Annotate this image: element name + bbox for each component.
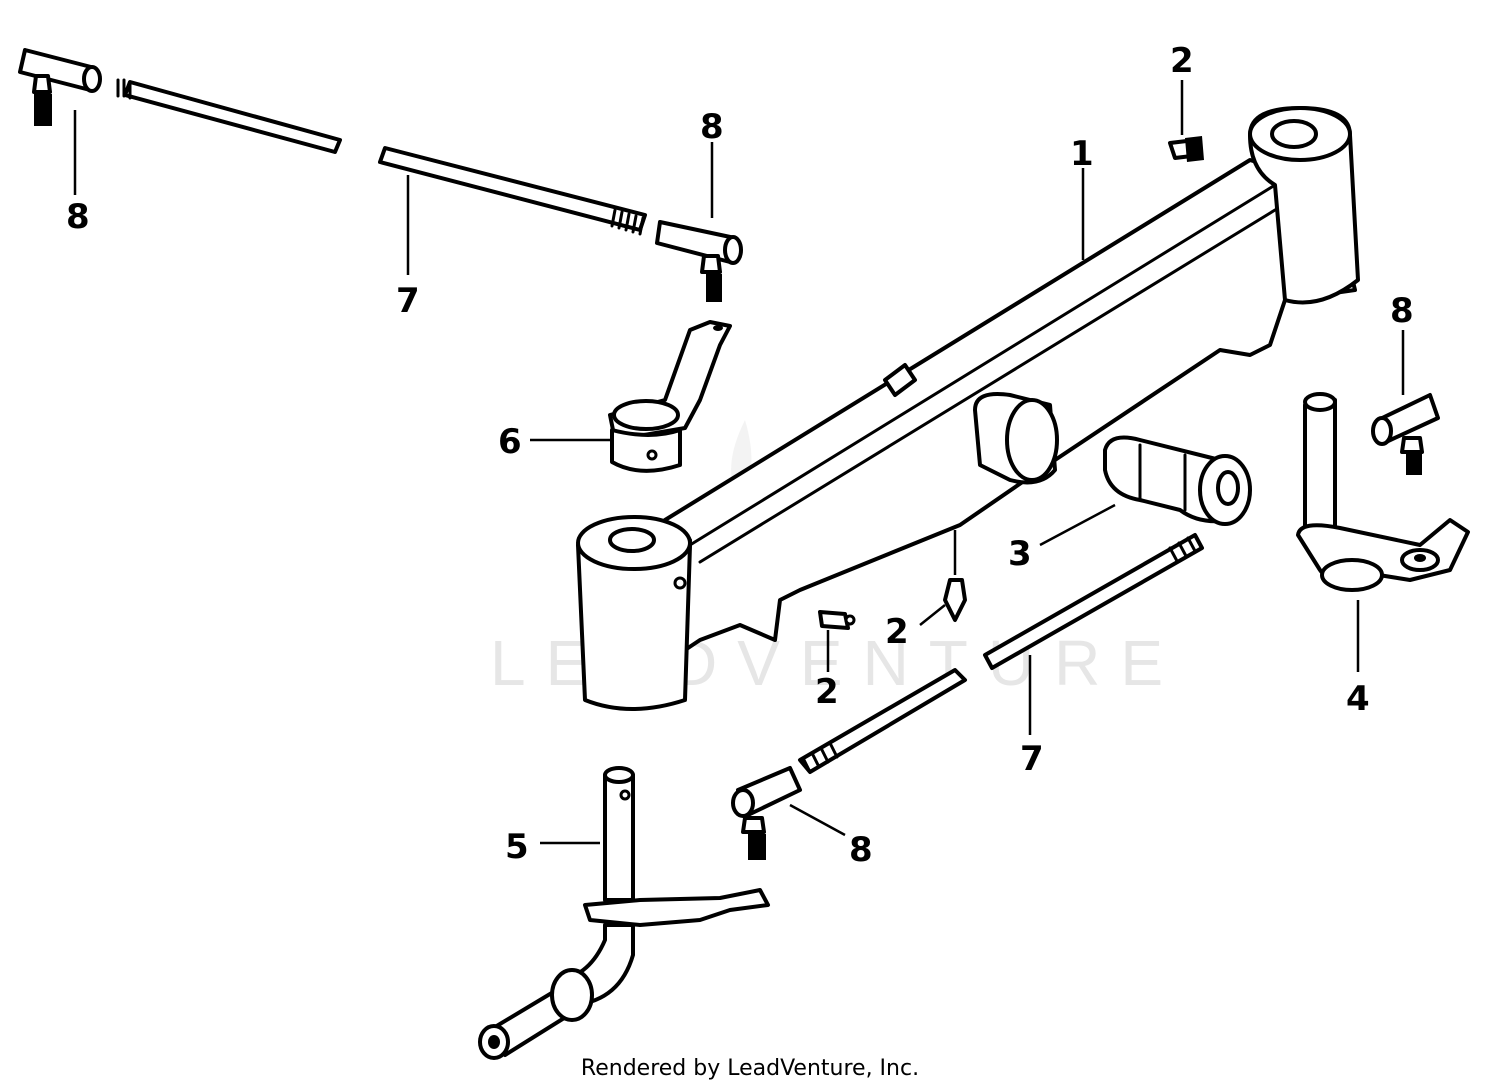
callout-fitting-top: 2	[1170, 41, 1194, 81]
steering-arm[interactable]	[608, 320, 732, 473]
leader-lines	[73, 80, 1405, 845]
ball-joint-upper-right[interactable]	[655, 220, 743, 302]
grease-fitting-top[interactable]	[1168, 136, 1204, 162]
pivot-bushing[interactable]	[1103, 435, 1252, 526]
spindle-left[interactable]	[478, 766, 770, 1060]
callout-bushing: 3	[1008, 534, 1032, 574]
tie-rod-upper[interactable]	[116, 78, 647, 236]
spindle-right[interactable]	[1296, 392, 1470, 592]
callout-frame: 1	[1070, 134, 1094, 174]
callout-spindle-right: 4	[1346, 679, 1370, 719]
callout-ball-joint-upper-right: 8	[700, 107, 724, 147]
callout-ball-joint-lower: 8	[849, 830, 873, 870]
footer-credit: Rendered by LeadVenture, Inc.	[580, 1056, 920, 1081]
callout-fitting-low: 2	[815, 672, 839, 712]
callout-steering-arm: 6	[498, 422, 522, 462]
callout-fitting-mid: 2	[885, 612, 909, 652]
tie-rod-lower[interactable]	[798, 533, 1204, 774]
callout-tie-rod-upper: 7	[396, 281, 420, 321]
callout-ball-joint-upper-left: 8	[66, 197, 90, 237]
ball-joint-lower[interactable]	[731, 766, 802, 860]
ball-joint-right[interactable]	[1371, 393, 1440, 475]
callout-spindle-left: 5	[505, 827, 529, 867]
ball-joint-upper-left[interactable]	[18, 48, 102, 126]
grease-fitting-low[interactable]	[818, 610, 856, 630]
grease-fitting-mid[interactable]	[943, 578, 967, 622]
axle-frame[interactable]	[576, 106, 1360, 711]
callout-ball-joint-right: 8	[1390, 291, 1414, 331]
callout-tie-rod-lower: 7	[1020, 739, 1044, 779]
